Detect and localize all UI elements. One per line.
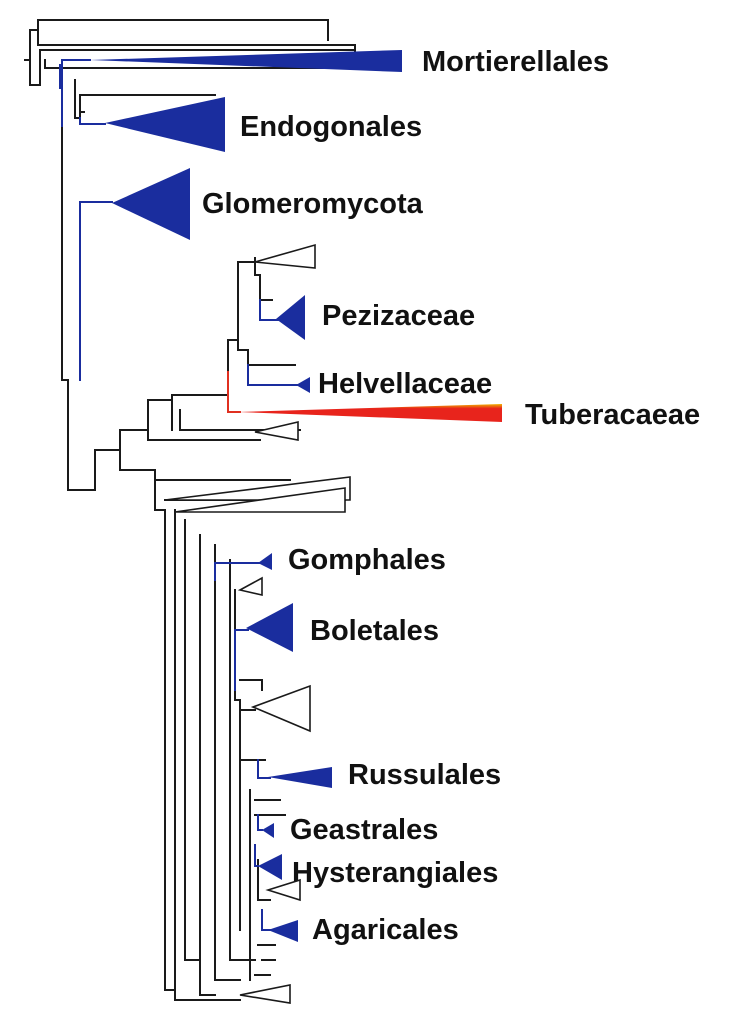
clade-label-pezizaceae: Pezizaceae [322, 300, 475, 332]
clade-label-helvellaceae: Helvellaceae [318, 368, 492, 400]
mid-open-clade [239, 679, 311, 733]
clade-label-gomphales: Gomphales [288, 544, 446, 576]
collapsed-clade-triangle [105, 97, 225, 152]
collapsed-clade-triangle [296, 377, 310, 393]
collapsed-clade-triangle [238, 404, 502, 422]
collapsed-clade-triangle [174, 487, 346, 513]
collapsed-clade-triangle [258, 553, 272, 570]
clade-geastrales: Geastrales [257, 814, 438, 846]
collapsed-clade-triangle [239, 984, 291, 1004]
collapsed-clade-triangle [246, 603, 293, 652]
collapsed-clade-triangle [90, 50, 402, 72]
collapsed-clade-triangle [112, 168, 190, 240]
clade-hysterangiales: Hysterangiales [254, 844, 498, 889]
collapsed-clade-triangle [268, 767, 332, 788]
pezizomycetes-branches [94, 257, 301, 491]
collapsed-clade-triangle [250, 684, 311, 733]
clade-label-endogonales: Endogonales [240, 111, 422, 143]
clade-label-mortierellales: Mortierellales [422, 46, 609, 78]
clade-mortierellales: Mortierellales [59, 46, 609, 89]
clade-boletales: Boletales [234, 603, 439, 691]
collapsed-clade-triangle [237, 576, 263, 597]
clade-label-geastrales: Geastrales [290, 814, 438, 846]
collapsed-clade-triangle [258, 854, 282, 880]
clade-pezizaceae: Pezizaceae [259, 295, 475, 340]
clade-label-boletales: Boletales [310, 615, 439, 647]
collapsed-clade-triangle [254, 243, 316, 269]
clade-label-agaricales: Agaricales [312, 914, 459, 946]
clade-gomphales: Gomphales [214, 544, 446, 581]
collapsed-clade-triangle [254, 420, 299, 441]
collapsed-clade-triangle [276, 295, 305, 340]
clade-glomeromycota: Glomeromycota [79, 168, 424, 381]
basidiomycota-branches [154, 479, 346, 1001]
clade-label-glomeromycota: Glomeromycota [202, 188, 424, 220]
clade-label-russulales: Russulales [348, 759, 501, 791]
collapsed-clade-triangle [262, 823, 274, 838]
clade-endogonales: Endogonales [79, 97, 422, 152]
clade-agaricales: Agaricales [261, 909, 459, 946]
clade-helvellaceae: Helvellaceae [247, 364, 492, 400]
clade-label-hysterangiales: Hysterangiales [292, 857, 498, 889]
clade-tuberacaeae: Tuberacaeae [227, 371, 700, 431]
clade-russulales: Russulales [239, 759, 501, 791]
clade-label-tuberacaeae: Tuberacaeae [525, 399, 700, 431]
collapsed-clade-triangle [265, 878, 301, 902]
lower-branches [249, 789, 286, 981]
collapsed-clade-triangle [268, 920, 298, 942]
